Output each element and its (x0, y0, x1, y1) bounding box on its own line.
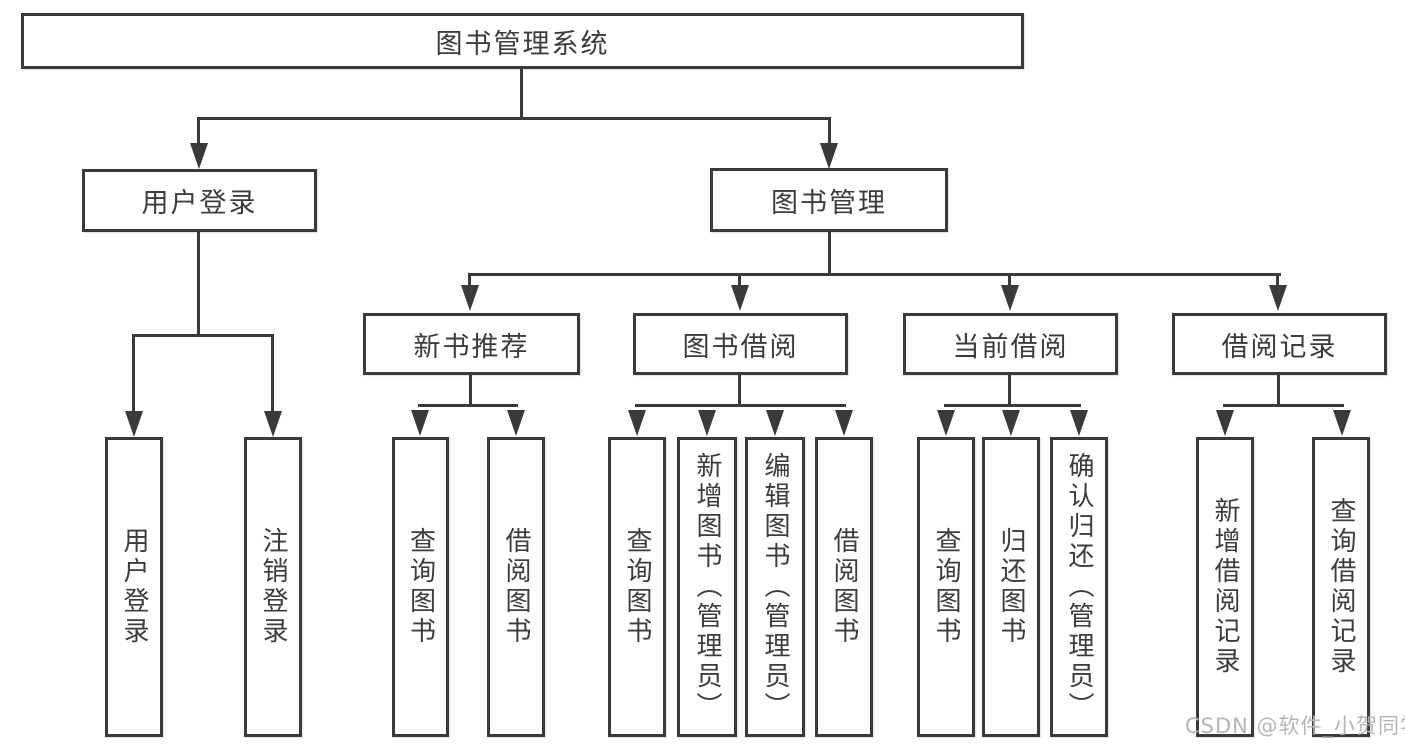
leaf-bb-edit-book-admin: 编辑图书（管理员） (745, 437, 805, 737)
node-label: 借阅图书 (829, 527, 859, 647)
node-user-login: 用户登录 (82, 169, 317, 232)
arrowhead-down-icon (1216, 410, 1234, 436)
node-label: 当前借阅 (952, 331, 1069, 363)
node-label: 注销登录 (258, 527, 288, 647)
node-label: 查询图书 (622, 527, 652, 647)
arrowhead-down-icon (190, 143, 208, 169)
leaf-bb-query-books: 查询图书 (608, 437, 666, 737)
node-label: 新增图书（管理员） (692, 452, 722, 722)
node-current-borrowing: 当前借阅 (903, 313, 1118, 375)
connector (1008, 273, 1011, 289)
node-label: 新书推荐 (413, 331, 530, 363)
connector (738, 273, 741, 289)
connector (635, 404, 846, 407)
node-label: 图书借阅 (682, 331, 799, 363)
connector (132, 334, 135, 416)
arrowhead-down-icon (628, 410, 646, 436)
leaf-bb-add-book-admin: 新增图书（管理员） (677, 437, 737, 737)
leaf-bb-borrow-books: 借阅图书 (815, 437, 873, 737)
arrowhead-down-icon (835, 410, 853, 436)
node-label: 确认归还（管理员） (1064, 452, 1094, 722)
node-label: 借阅图书 (501, 527, 531, 647)
arrowhead-down-icon (937, 410, 955, 436)
node-label: 借阅记录 (1221, 331, 1338, 363)
connector (1277, 375, 1280, 407)
leaf-user-login: 用户登录 (105, 437, 163, 737)
arrowhead-down-icon (1269, 285, 1287, 311)
leaf-nb-borrow-books: 借阅图书 (487, 437, 545, 737)
watermark: CSDN @软件_小贺同学 (1185, 714, 1405, 738)
arrowhead-down-icon (125, 411, 143, 437)
connector (828, 232, 831, 275)
connector (1008, 375, 1011, 407)
node-label: 用户登录 (119, 527, 149, 647)
arrowhead-down-icon (1333, 410, 1351, 436)
arrowhead-down-icon (731, 285, 749, 311)
leaf-cb-query-books: 查询图书 (917, 437, 975, 737)
leaf-br-query-record: 查询借阅记录 (1312, 437, 1370, 737)
node-label: 图书管理 (771, 187, 887, 219)
arrowhead-down-icon (766, 410, 784, 436)
node-label: 编辑图书（管理员） (760, 452, 790, 722)
node-book-borrowing: 图书借阅 (633, 313, 848, 375)
arrowhead-down-icon (1070, 410, 1088, 436)
leaf-br-add-record: 新增借阅记录 (1196, 437, 1254, 737)
node-label: 用户登录 (141, 188, 258, 219)
node-label: 查询图书 (405, 527, 436, 647)
node-label: 图书管理系统 (435, 28, 610, 60)
connector (944, 404, 1081, 407)
connector (1276, 273, 1279, 289)
connector (1223, 404, 1344, 407)
connector (828, 117, 831, 147)
arrowhead-down-icon (1002, 410, 1020, 436)
connector (197, 232, 200, 335)
connector (468, 273, 471, 289)
arrowhead-down-icon (411, 410, 429, 436)
arrowhead-down-icon (507, 410, 525, 436)
node-borrowing-records: 借阅记录 (1172, 313, 1387, 375)
arrowhead-down-icon (1001, 285, 1019, 311)
connector (469, 375, 472, 407)
node-system-root: 图书管理系统 (21, 13, 1024, 69)
connector (197, 117, 200, 147)
node-book-management: 图书管理 (710, 168, 948, 232)
leaf-logout: 注销登录 (244, 437, 302, 737)
connector (738, 375, 741, 407)
node-label: 归还图书 (996, 527, 1026, 647)
connector (198, 117, 831, 120)
connector (418, 404, 518, 407)
connector (468, 273, 1281, 276)
connector (520, 69, 523, 118)
node-new-book-recommendation: 新书推荐 (363, 313, 580, 375)
leaf-cb-confirm-return-admin: 确认归还（管理员） (1050, 437, 1108, 737)
node-label: 新增借阅记录 (1210, 497, 1240, 677)
node-label: 查询借阅记录 (1326, 497, 1356, 677)
node-label: 查询图书 (931, 527, 961, 647)
arrowhead-down-icon (461, 285, 479, 311)
leaf-nb-query-books: 查询图书 (392, 437, 449, 737)
arrowhead-down-icon (698, 410, 716, 436)
connector (132, 334, 274, 337)
arrowhead-down-icon (820, 143, 838, 169)
connector (271, 334, 274, 416)
arrowhead-down-icon (264, 411, 282, 437)
leaf-cb-return-books: 归还图书 (982, 437, 1040, 737)
